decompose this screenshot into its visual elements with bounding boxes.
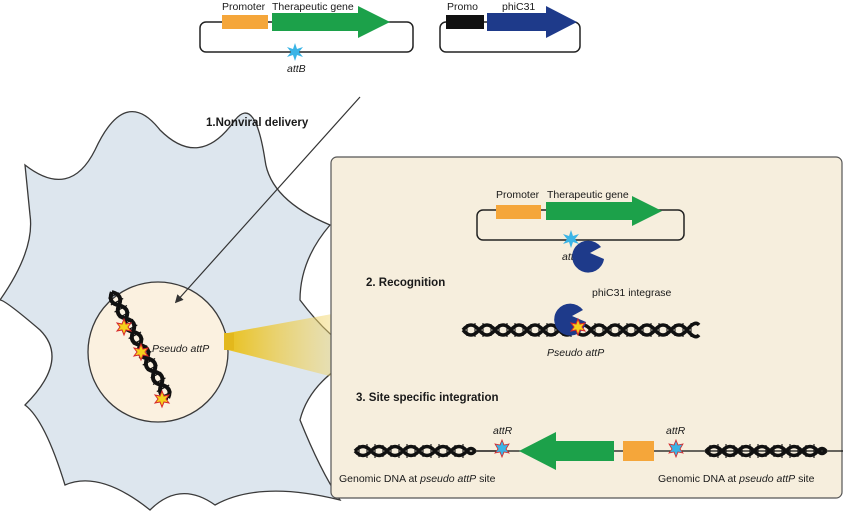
pseudo-attp-stars <box>115 317 171 409</box>
phic31-label: phiC31 <box>502 1 535 13</box>
therapeutic-plasmid-panel: Promoter Therapeutic gene attB <box>476 189 685 263</box>
right-attr-star-icon <box>668 438 684 459</box>
delivery-arrow <box>174 96 361 304</box>
integrase-label: phiC31 integrase <box>592 287 672 299</box>
left-attr-star-icon <box>494 438 510 459</box>
integrated-promoter-block <box>623 441 654 461</box>
right-genomic-dna-helix <box>704 444 828 458</box>
promoter-block <box>222 15 268 29</box>
top-promoter-label: Promoter <box>222 1 266 13</box>
right-attr-label: attR <box>666 425 686 437</box>
pseudo-attp-star-icon <box>153 389 171 409</box>
integrase-promoter-label: Promo <box>447 1 478 13</box>
top-attb-label: attB <box>287 63 306 75</box>
recognition-pseudo-attp-label: Pseudo attP <box>547 347 604 359</box>
top-gene-label: Therapeutic gene <box>272 1 354 13</box>
zoom-beam-origin <box>224 333 234 350</box>
pseudo-attp-star-icon <box>132 342 150 362</box>
step3-label: 3. Site specific integration <box>356 392 499 404</box>
panel-gene-label: Therapeutic gene <box>547 189 629 201</box>
right-genomic-caption: Genomic DNA at pseudo attP site <box>658 473 815 485</box>
panel-promoter-label: Promoter <box>496 189 540 201</box>
attb-star-icon <box>287 43 303 61</box>
step1-label: 1.Nonviral delivery <box>206 117 309 129</box>
integrated-therapeutic-gene-arrow <box>519 432 614 470</box>
pseudo-attp-star-icon <box>115 317 133 337</box>
integrase-icon <box>572 240 604 273</box>
integrase-promoter-block <box>446 15 484 29</box>
nucleus-site-label: Pseudo attP <box>152 343 209 355</box>
left-genomic-caption: Genomic DNA at pseudo attP site <box>339 473 496 485</box>
left-genomic-dna-helix <box>353 444 477 458</box>
panel-promoter-block <box>496 205 541 219</box>
step2-label: 2. Recognition <box>366 277 445 289</box>
left-attr-label: attR <box>493 425 513 437</box>
integrase-plasmid-top: Promo phiC31 <box>439 1 581 53</box>
recognition-pseudo-attp-star-icon <box>569 317 587 337</box>
therapeutic-plasmid-top: Promoter Therapeutic gene attB <box>199 1 414 75</box>
panel-attb-star-icon <box>563 230 579 248</box>
phic31-gene-arrow <box>487 6 577 38</box>
therapeutic-gene-arrow <box>272 6 390 38</box>
panel-therapeutic-gene-arrow <box>546 196 662 226</box>
